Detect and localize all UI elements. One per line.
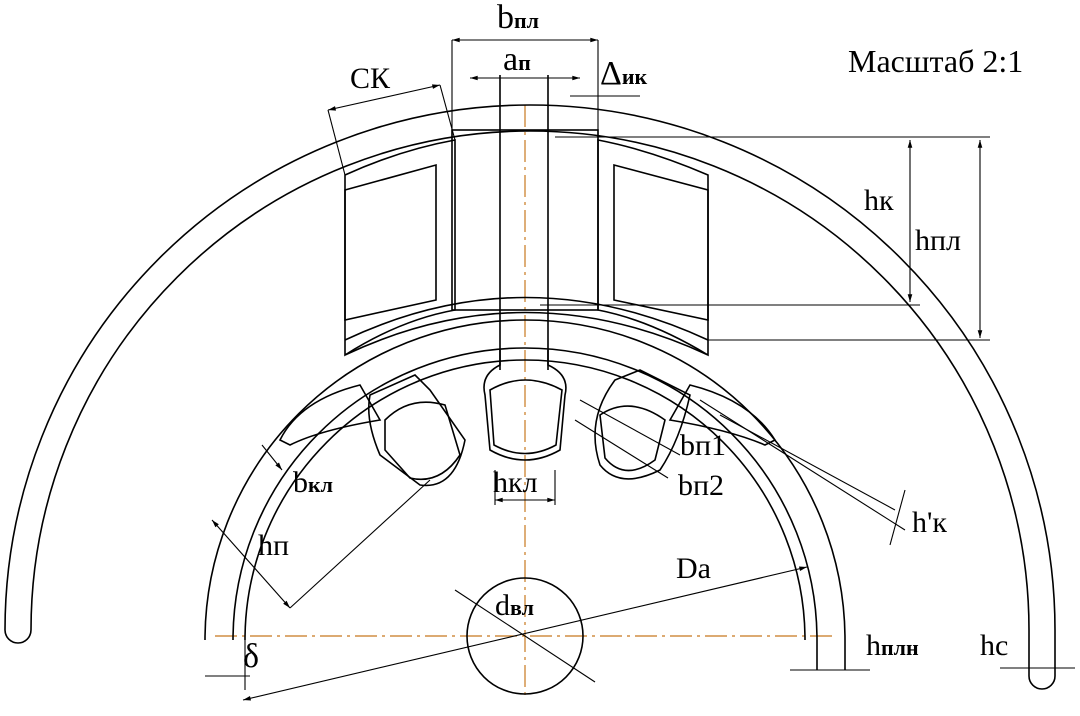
label-h-k: hк xyxy=(864,184,894,217)
label-h-pln: hплн xyxy=(866,629,919,662)
label-d-vl: dвл xyxy=(495,589,534,622)
label-b-p1: bп1 xyxy=(680,429,726,462)
label-a-p: aп xyxy=(503,41,531,78)
pole-shoe xyxy=(204,319,846,670)
slot-left xyxy=(367,374,466,487)
slot-center xyxy=(483,350,567,461)
dimension-lines xyxy=(205,37,1075,701)
scale-title: Масштаб 2:1 xyxy=(848,43,1023,79)
stator-yoke xyxy=(4,104,1056,690)
field-coil-left xyxy=(344,139,456,357)
label-h-pl: hпл xyxy=(915,224,961,257)
pole-shoe-band xyxy=(344,296,709,356)
slot-right xyxy=(594,369,691,480)
label-delta: δ xyxy=(243,638,259,675)
label-h-p: hп xyxy=(258,529,289,562)
label-b-pl: bпл xyxy=(497,0,539,36)
label-D-a: Da xyxy=(676,552,711,585)
label-c-k: СК xyxy=(350,62,391,95)
label-h-k-prime: h'к xyxy=(912,506,947,539)
label-delta-ik: Δик xyxy=(600,55,648,92)
label-b-kl: bкл xyxy=(293,466,333,499)
label-h-c: hс xyxy=(980,629,1008,662)
label-h-kl: hкл xyxy=(493,466,538,499)
label-b-p2: bп2 xyxy=(678,469,724,502)
dimension-labels: Масштаб 2:1 bпл aп Δик СК hк hпл bкл hкл… xyxy=(243,0,1023,675)
